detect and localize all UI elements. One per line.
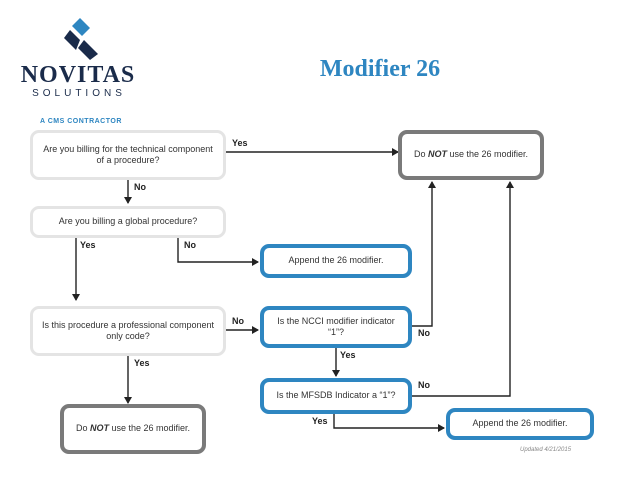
label-q4-no: No — [418, 328, 430, 338]
label-q5-yes: Yes — [312, 416, 328, 426]
question-mfsdb-indicator: Is the MFSDB Indicator a “1”? — [260, 378, 412, 414]
contractor-label: A CMS CONTRACTOR — [40, 118, 122, 125]
updated-date: Updated 4/21/2015 — [520, 447, 572, 453]
label-q2-no: No — [184, 240, 196, 250]
result-do-not-use-bottom: Do NOT use the 26 modifier. — [60, 404, 206, 454]
label-q3-no: No — [232, 316, 244, 326]
logo-mark-icon — [64, 18, 98, 60]
novitas-logo — [18, 10, 148, 120]
arrow-q5-no — [412, 181, 514, 397]
label-q4-yes: Yes — [340, 350, 356, 360]
label-q3-yes: Yes — [134, 358, 150, 368]
logo-name: NOVITAS — [20, 62, 136, 88]
question-global-procedure: Are you billing a global procedure? — [30, 206, 226, 238]
question-technical-component: Are you billing for the technical compon… — [30, 130, 226, 180]
question-professional-component: Is this procedure a professional compone… — [30, 306, 226, 356]
label-q2-yes: Yes — [80, 240, 96, 250]
arrow-q4-no — [412, 181, 436, 327]
logo-subtitle: SOLUTIONS — [32, 88, 126, 99]
result-do-not-use-top: Do NOT use the 26 modifier. — [398, 130, 544, 180]
result-append-modifier-top: Append the 26 modifier. — [260, 244, 412, 278]
label-q1-no: No — [134, 182, 146, 192]
label-q5-no: No — [418, 380, 430, 390]
arrow-q2-no — [177, 238, 259, 266]
label-q1-yes: Yes — [232, 138, 248, 148]
result-append-modifier-bottom: Append the 26 modifier. — [446, 408, 594, 440]
page-title: Modifier 26 — [319, 56, 441, 82]
arrow-q5-yes — [333, 412, 445, 432]
question-ncci-indicator: Is the NCCI modifier indicator “1”? — [260, 306, 412, 348]
